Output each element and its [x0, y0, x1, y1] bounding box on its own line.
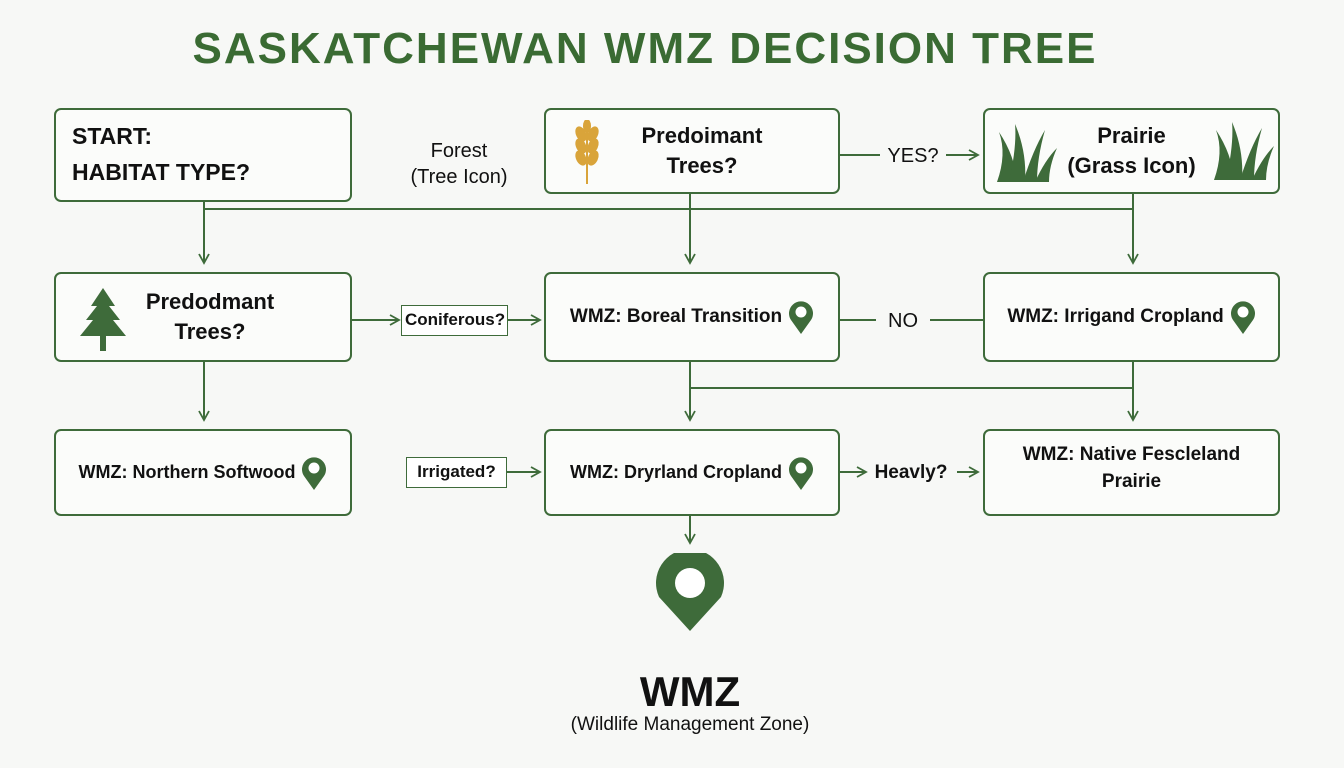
northern-text: WMZ: Northern Softwood — [78, 462, 296, 482]
dryrland-text: WMZ: Dryrland Cropland — [570, 462, 782, 482]
dryrland-node[interactable]: WMZ: Dryrland Cropland — [544, 429, 840, 516]
prairie-line1: Prairie — [1097, 123, 1166, 149]
northern-node[interactable]: WMZ: Northern Softwood — [54, 429, 352, 516]
boreal-text: WMZ: Boreal Transition — [569, 306, 783, 327]
map-pin-icon — [302, 456, 327, 490]
legend-title: WMZ — [639, 668, 741, 715]
wheat-icon — [575, 120, 599, 184]
predodmant-line1: Predodmant — [145, 289, 275, 315]
forest-label: Forest (Tree Icon) — [400, 138, 518, 190]
irrigand-node[interactable]: WMZ: Irrigand Cropland — [983, 272, 1280, 362]
forest-label-line2: (Tree Icon) — [410, 166, 508, 188]
predoimant-line1: Predoimant — [641, 123, 763, 149]
boreal-node[interactable]: WMZ: Boreal Transition — [544, 272, 840, 362]
start-line1: START: — [72, 123, 153, 150]
coniferous-label: Coniferous? — [401, 305, 508, 336]
map-pin-icon — [789, 456, 813, 490]
start-node[interactable]: START: HABITAT TYPE? — [54, 108, 352, 202]
legend-subtitle: (Wildlife Management Zone) — [570, 714, 810, 735]
heavly-label: Heavly? — [874, 462, 948, 483]
predoimant-line2: Trees? — [666, 153, 738, 178]
yes-label: YES? — [887, 145, 939, 167]
grass-icon — [997, 124, 1057, 182]
forest-label-line1: Forest — [430, 140, 488, 162]
tree-icon — [80, 288, 126, 351]
predodmant-line2: Trees? — [174, 319, 246, 344]
irrigand-text: WMZ: Irrigand Cropland — [1007, 306, 1224, 327]
large-map-pin-icon — [656, 553, 724, 631]
start-line2: HABITAT TYPE? — [72, 159, 251, 185]
grass-icon — [1214, 122, 1274, 180]
prairie-node[interactable]: Prairie (Grass Icon) — [983, 108, 1280, 194]
map-pin-icon — [1230, 301, 1255, 334]
irrigated-label: Irrigated? — [406, 457, 507, 488]
prairie-line2: (Grass Icon) — [1067, 153, 1196, 178]
map-pin-icon — [789, 301, 814, 334]
page-title: SASKATCHEWAN WMZ DECISION TREE — [192, 24, 1098, 73]
native-line2: Prairie — [1101, 470, 1162, 492]
native-line1: WMZ: Native Fescleland — [1022, 443, 1241, 465]
no-label: NO — [888, 310, 918, 332]
